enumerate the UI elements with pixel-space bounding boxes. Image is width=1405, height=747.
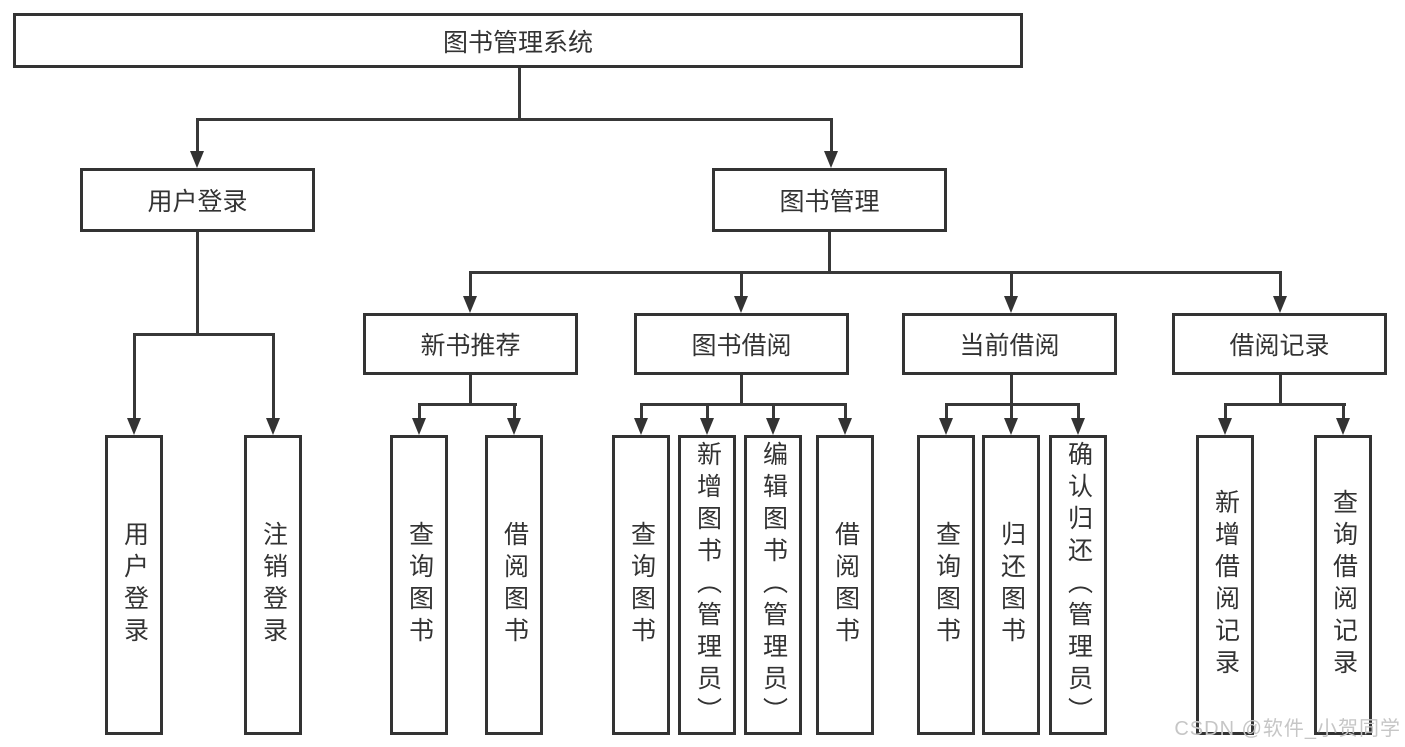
node-label: 图书管理 xyxy=(779,188,880,216)
arrow-down-icon xyxy=(1336,418,1350,435)
node-label: 当前借阅 xyxy=(959,332,1060,360)
arrow-down-icon xyxy=(1004,418,1018,435)
arrow-down-icon xyxy=(1004,296,1018,313)
arrow-down-icon xyxy=(824,151,838,168)
connector-line xyxy=(640,403,643,419)
leaf-edit-book-admin: 编辑图书（管理员） xyxy=(744,435,802,735)
connector-line xyxy=(418,403,517,406)
node-library-system: 图书管理系统 xyxy=(13,13,1023,68)
arrow-down-icon xyxy=(1273,296,1287,313)
connector-line xyxy=(469,375,472,406)
connector-line xyxy=(196,118,833,121)
leaf-user-login: 用户登录 xyxy=(105,435,163,735)
leaf-label: 用户登录 xyxy=(120,521,149,649)
node-borrow-records: 借阅记录 xyxy=(1172,313,1387,375)
arrow-down-icon xyxy=(463,296,477,313)
connector-line xyxy=(1279,271,1282,297)
leaf-label: 注销登录 xyxy=(259,521,288,649)
leaf-label: 查询图书 xyxy=(405,521,434,649)
leaf-label: 归还图书 xyxy=(997,521,1026,649)
leaf-borrow-books-recommend: 借阅图书 xyxy=(485,435,543,735)
leaf-borrow-books: 借阅图书 xyxy=(816,435,874,735)
node-label: 用户登录 xyxy=(147,188,248,216)
node-current-borrow: 当前借阅 xyxy=(902,313,1117,375)
node-label: 新书推荐 xyxy=(420,332,521,360)
connector-line xyxy=(133,333,136,418)
arrow-down-icon xyxy=(127,418,141,435)
connector-line xyxy=(1077,403,1080,419)
connector-line xyxy=(1224,403,1227,419)
connector-line xyxy=(196,118,199,152)
arrow-down-icon xyxy=(838,418,852,435)
leaf-confirm-return-admin: 确认归还（管理员） xyxy=(1049,435,1107,735)
connector-line xyxy=(706,403,709,419)
arrow-down-icon xyxy=(939,418,953,435)
leaf-label: 新增借阅记录 xyxy=(1211,489,1240,681)
connector-line xyxy=(513,403,516,419)
leaf-label: 查询图书 xyxy=(627,521,656,649)
connector-line xyxy=(518,68,521,120)
connector-line xyxy=(1279,375,1282,406)
leaf-label: 借阅图书 xyxy=(831,521,860,649)
connector-line xyxy=(1010,403,1013,419)
arrow-down-icon xyxy=(266,418,280,435)
arrow-down-icon xyxy=(507,418,521,435)
connector-line xyxy=(272,333,275,418)
arrow-down-icon xyxy=(766,418,780,435)
node-label: 图书管理系统 xyxy=(442,28,593,57)
leaf-add-borrow-record: 新增借阅记录 xyxy=(1196,435,1254,735)
node-book-management: 图书管理 xyxy=(712,168,947,232)
connector-line xyxy=(469,271,1282,274)
leaf-query-books-borrow: 查询图书 xyxy=(612,435,670,735)
connector-line xyxy=(828,232,831,274)
connector-line xyxy=(844,403,847,419)
leaf-label: 新增图书（管理员） xyxy=(693,441,722,729)
connector-line xyxy=(945,403,948,419)
arrow-down-icon xyxy=(190,151,204,168)
arrow-down-icon xyxy=(412,418,426,435)
leaf-label: 查询借阅记录 xyxy=(1329,489,1358,681)
leaf-label: 编辑图书（管理员） xyxy=(759,441,788,729)
node-label: 借阅记录 xyxy=(1229,332,1330,360)
node-user-login: 用户登录 xyxy=(80,168,315,232)
connector-line xyxy=(1010,375,1013,406)
connector-line xyxy=(133,333,275,336)
leaf-query-books-recommend: 查询图书 xyxy=(390,435,448,735)
connector-line xyxy=(830,118,833,152)
connector-line xyxy=(1010,271,1013,297)
arrow-down-icon xyxy=(1218,418,1232,435)
connector-line xyxy=(1342,403,1345,419)
leaf-label: 确认归还（管理员） xyxy=(1064,441,1093,729)
arrow-down-icon xyxy=(634,418,648,435)
leaf-return-books: 归还图书 xyxy=(982,435,1040,735)
node-book-borrow: 图书借阅 xyxy=(634,313,849,375)
arrow-down-icon xyxy=(700,418,714,435)
connector-line xyxy=(740,271,743,297)
connector-line xyxy=(740,375,743,406)
arrow-down-icon xyxy=(1071,418,1085,435)
leaf-label: 借阅图书 xyxy=(500,521,529,649)
node-new-book-recommend: 新书推荐 xyxy=(363,313,578,375)
arrow-down-icon xyxy=(734,296,748,313)
connector-line xyxy=(1224,403,1346,406)
connector-line xyxy=(772,403,775,419)
connector-line xyxy=(418,403,421,419)
connector-line xyxy=(196,232,199,336)
leaf-logout: 注销登录 xyxy=(244,435,302,735)
leaf-label: 查询图书 xyxy=(932,521,961,649)
connector-line xyxy=(469,271,472,297)
leaf-query-borrow-record: 查询借阅记录 xyxy=(1314,435,1372,735)
node-label: 图书借阅 xyxy=(691,332,792,360)
connector-line xyxy=(640,403,847,406)
csdn-watermark: CSDN @软件_小贺同学 xyxy=(1174,718,1401,740)
leaf-add-book-admin: 新增图书（管理员） xyxy=(678,435,736,735)
leaf-query-books-current: 查询图书 xyxy=(917,435,975,735)
